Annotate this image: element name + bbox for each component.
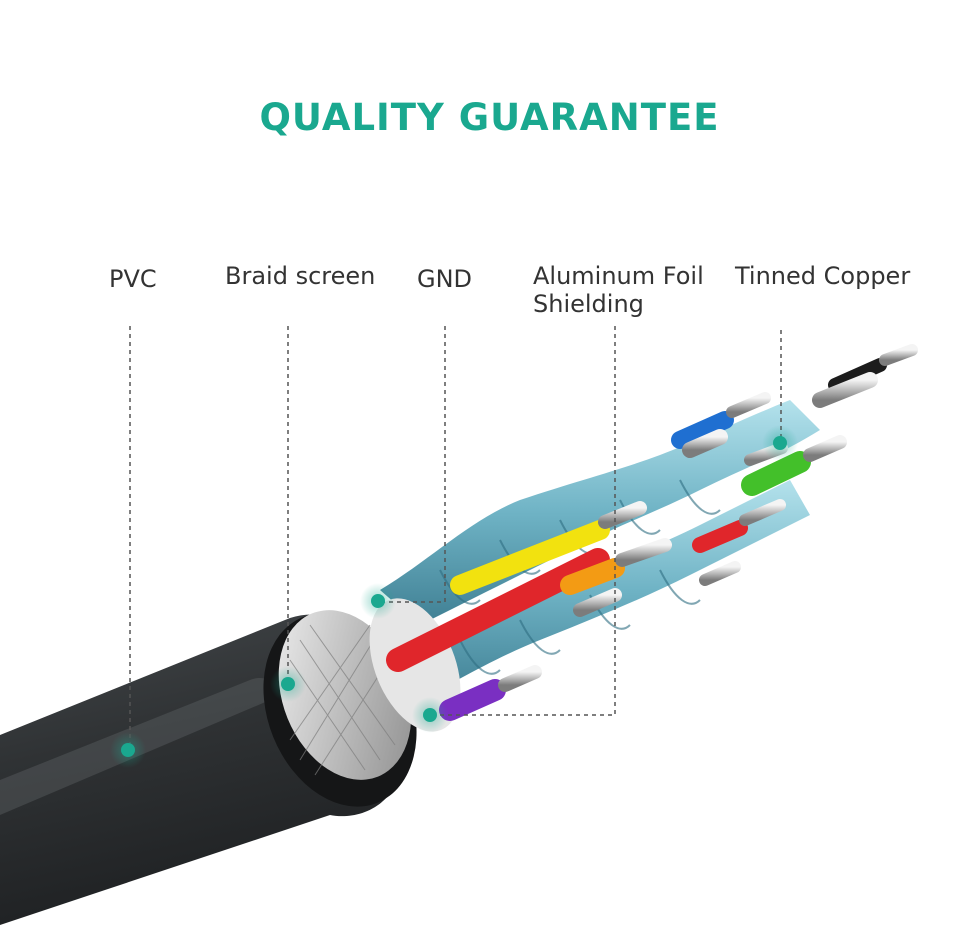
dot-copper [773,436,787,450]
page-title: QUALITY GUARANTEE [259,96,720,139]
label-braid-screen: Braid screen [225,262,375,290]
leader-gnd [382,326,446,603]
copper-conductors [498,344,918,692]
wire-orange [560,558,625,595]
label-tinned-copper: Tinned Copper [735,262,910,290]
label-tinned-copper-text: Tinned Copper [735,262,911,290]
label-pvc: PVC [109,265,157,293]
dot-pvc [121,743,135,757]
wire-black [828,358,887,392]
leader-lines [129,326,782,745]
wire-yellow [450,520,610,595]
wire-purple [439,679,506,721]
dot-gnd [371,594,385,608]
dot-foil [423,708,437,722]
label-aluminum-foil-shielding: Aluminum Foil Shielding [533,262,704,318]
callout-dots [110,425,798,768]
wire-green [741,451,811,496]
label-gnd-text: GND [417,265,473,293]
wire-red-small [692,520,748,553]
leader-foil [440,326,616,716]
label-foil-line1: Aluminum Foil [533,262,704,290]
label-foil-line2: Shielding [533,290,644,318]
label-pvc-text: PVC [109,265,157,293]
label-gnd: GND [417,265,472,293]
wire-blue [671,411,734,449]
dot-braid [281,677,295,691]
label-braid-screen-text: Braid screen [225,262,376,290]
